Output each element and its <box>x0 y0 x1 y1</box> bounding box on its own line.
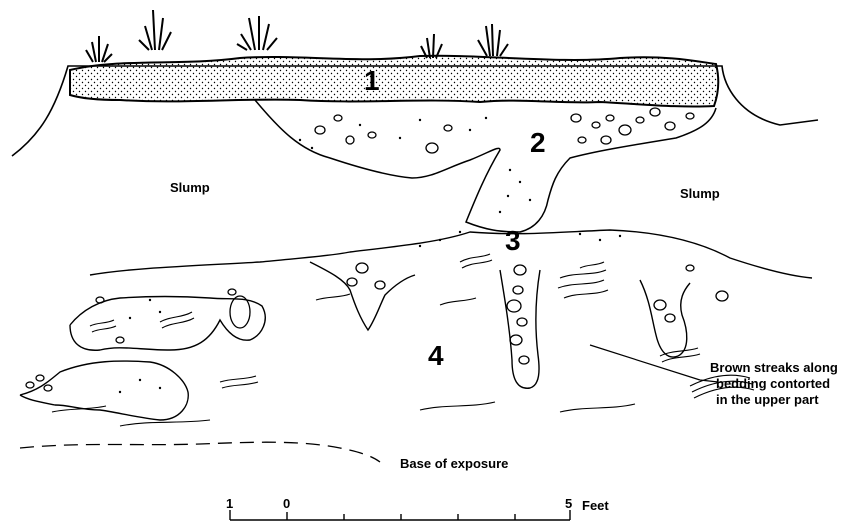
slump-label-left: Slump <box>170 180 210 195</box>
unit-4-label: 4 <box>428 340 444 371</box>
unit-3-label: 3 <box>505 225 521 256</box>
unit-2-3-body <box>255 100 716 232</box>
grass-tufts <box>86 10 508 62</box>
unit-1-layer <box>70 56 718 107</box>
unit-3-4-contact <box>90 230 812 278</box>
scale-tick-1: 1 <box>226 496 233 511</box>
slump-label-right: Slump <box>680 186 720 201</box>
scale-unit-label: Feet <box>582 498 609 513</box>
brown-streaks-note-line3: in the upper part <box>716 392 819 407</box>
brown-streaks-note-line1: Brown streaks along <box>710 360 838 375</box>
scale-tick-0: 0 <box>283 496 290 511</box>
unit-2-label: 2 <box>530 127 546 158</box>
note-leader <box>590 345 718 382</box>
scattered-grains <box>119 117 621 393</box>
base-of-exposure-label: Base of exposure <box>400 456 508 471</box>
scale-tick-5: 5 <box>565 496 572 511</box>
brown-streaks-note-line2: bedding contorted <box>716 376 830 391</box>
scale-bar <box>230 510 570 520</box>
unit-1-label: 1 <box>364 65 380 96</box>
base-of-exposure-line <box>20 442 380 462</box>
